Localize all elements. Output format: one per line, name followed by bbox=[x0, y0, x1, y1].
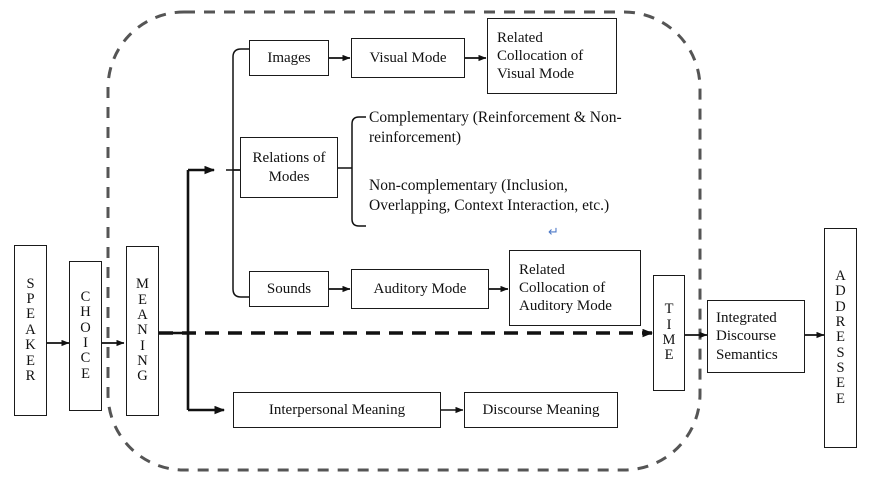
brace-modes-shape bbox=[226, 48, 249, 298]
stage-box-choice[interactable]: C H O I C E bbox=[69, 261, 102, 411]
letter: S bbox=[836, 344, 845, 361]
letter: I bbox=[140, 337, 145, 354]
time-letters: T I M E bbox=[662, 301, 676, 364]
letter: E bbox=[836, 390, 845, 407]
branch-text-complementary: Complementary (Reinforcement & Non-reinf… bbox=[369, 109, 622, 147]
letter: H bbox=[80, 304, 91, 321]
node-visual-mode[interactable]: Visual Mode bbox=[351, 38, 465, 78]
branch-text-non-complementary: Non-complementary (Inclusion, Overlappin… bbox=[369, 177, 610, 215]
node-discourse-meaning[interactable]: Discourse Meaning bbox=[464, 392, 618, 428]
letter: E bbox=[26, 352, 35, 369]
letter: E bbox=[81, 365, 90, 382]
speaker-letters: S P E A K E R bbox=[25, 275, 36, 385]
letter: K bbox=[25, 337, 36, 354]
meaning-letters: M E A N I N G bbox=[136, 276, 149, 385]
letter: A bbox=[835, 267, 846, 284]
stage-box-speaker[interactable]: S P E A K E R bbox=[14, 245, 47, 416]
letter: E bbox=[836, 375, 845, 392]
node-integrated-discourse-semantics[interactable]: Integrated Discourse Semantics bbox=[707, 300, 805, 373]
letter: C bbox=[80, 288, 91, 305]
letter: E bbox=[836, 329, 845, 346]
letter: E bbox=[664, 347, 674, 364]
letter: N bbox=[137, 322, 148, 339]
brace-relations-outputs bbox=[338, 116, 366, 227]
letter: O bbox=[80, 319, 91, 336]
node-auditory-mode[interactable]: Auditory Mode bbox=[351, 269, 489, 309]
letter: D bbox=[835, 298, 846, 315]
addressee-letters: A D D R E S S E E bbox=[835, 267, 846, 407]
stage-box-addressee[interactable]: A D D R E S S E E bbox=[824, 228, 857, 448]
letter: S bbox=[26, 275, 35, 292]
node-images[interactable]: Images bbox=[249, 40, 329, 76]
node-related-collocation-auditory[interactable]: Related Collocation of Auditory Mode bbox=[509, 250, 641, 326]
node-relations-of-modes[interactable]: Relations of Modes bbox=[240, 137, 338, 198]
node-sounds[interactable]: Sounds bbox=[249, 271, 329, 307]
letter: M bbox=[662, 332, 676, 348]
return-symbol-icon: ↵ bbox=[548, 224, 559, 239]
letter: T bbox=[664, 301, 674, 318]
node-related-collocation-visual[interactable]: Related Collocation of Visual Mode bbox=[487, 18, 617, 94]
letter: G bbox=[137, 368, 148, 385]
letter: E bbox=[138, 291, 147, 308]
letter: I bbox=[83, 335, 88, 351]
stage-box-time[interactable]: T I M E bbox=[653, 275, 685, 391]
letter: A bbox=[137, 306, 148, 323]
letter: R bbox=[25, 367, 36, 384]
letter: C bbox=[80, 350, 91, 367]
letter: P bbox=[26, 291, 35, 308]
letter: D bbox=[835, 283, 846, 300]
dashed-boundary bbox=[106, 10, 702, 472]
letter: S bbox=[836, 360, 845, 377]
letter: E bbox=[26, 306, 35, 323]
letter: N bbox=[137, 353, 148, 370]
letter: I bbox=[666, 316, 672, 333]
letter: M bbox=[136, 276, 149, 293]
node-interpersonal-meaning[interactable]: Interpersonal Meaning bbox=[233, 392, 441, 428]
letter: A bbox=[25, 321, 36, 338]
stage-box-meaning[interactable]: M E A N I N G bbox=[126, 246, 159, 416]
letter: R bbox=[835, 313, 846, 330]
choice-letters: C H O I C E bbox=[80, 288, 91, 382]
